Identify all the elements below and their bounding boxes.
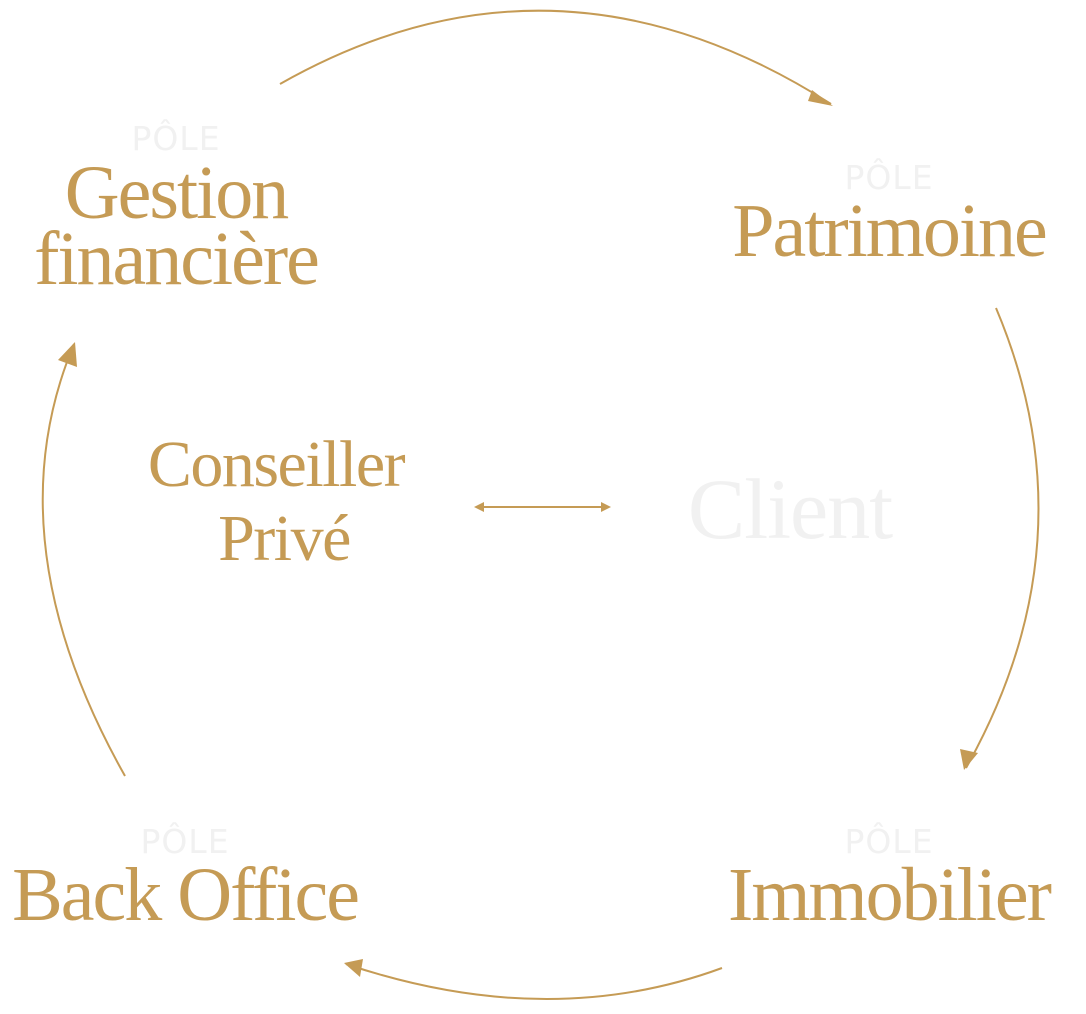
pole-title: Immobilier — [728, 853, 1052, 937]
pole-title: Back Office — [12, 853, 358, 937]
pole-title-line1: Gestion — [65, 151, 288, 235]
pole-gestion-financiere: PÔLE Gestion financière — [34, 118, 320, 301]
arrow-back-office-to-gestion — [41, 343, 126, 777]
pole-label: PÔLE — [844, 821, 933, 861]
pole-label: PÔLE — [844, 157, 933, 197]
pole-patrimoine: PÔLE Patrimoine — [732, 157, 1048, 273]
arrow-immobilier-to-back-office — [345, 963, 723, 1000]
advisor-line2: Privé — [218, 502, 350, 575]
conseiller-prive: Conseiller Privé — [148, 428, 407, 575]
arrowhead-gestion — [58, 342, 77, 367]
pole-label: PÔLE — [131, 118, 220, 158]
arrowhead-back-office — [344, 959, 363, 977]
advisor-line1: Conseiller — [148, 428, 406, 501]
pole-label: PÔLE — [140, 821, 229, 861]
arrowhead-immobilier — [960, 749, 978, 770]
arrow-patrimoine-to-immobilier — [965, 307, 1040, 769]
arrowhead-patrimoine — [808, 90, 833, 106]
pole-immobilier: PÔLE Immobilier — [728, 821, 1054, 937]
arrow-gestion-to-patrimoine — [279, 9, 832, 105]
pole-title-line2: financière — [34, 217, 318, 301]
pole-back-office: PÔLE Back Office — [12, 821, 360, 937]
pole-title: Patrimoine — [732, 189, 1046, 273]
client-label: Client — [688, 461, 893, 557]
